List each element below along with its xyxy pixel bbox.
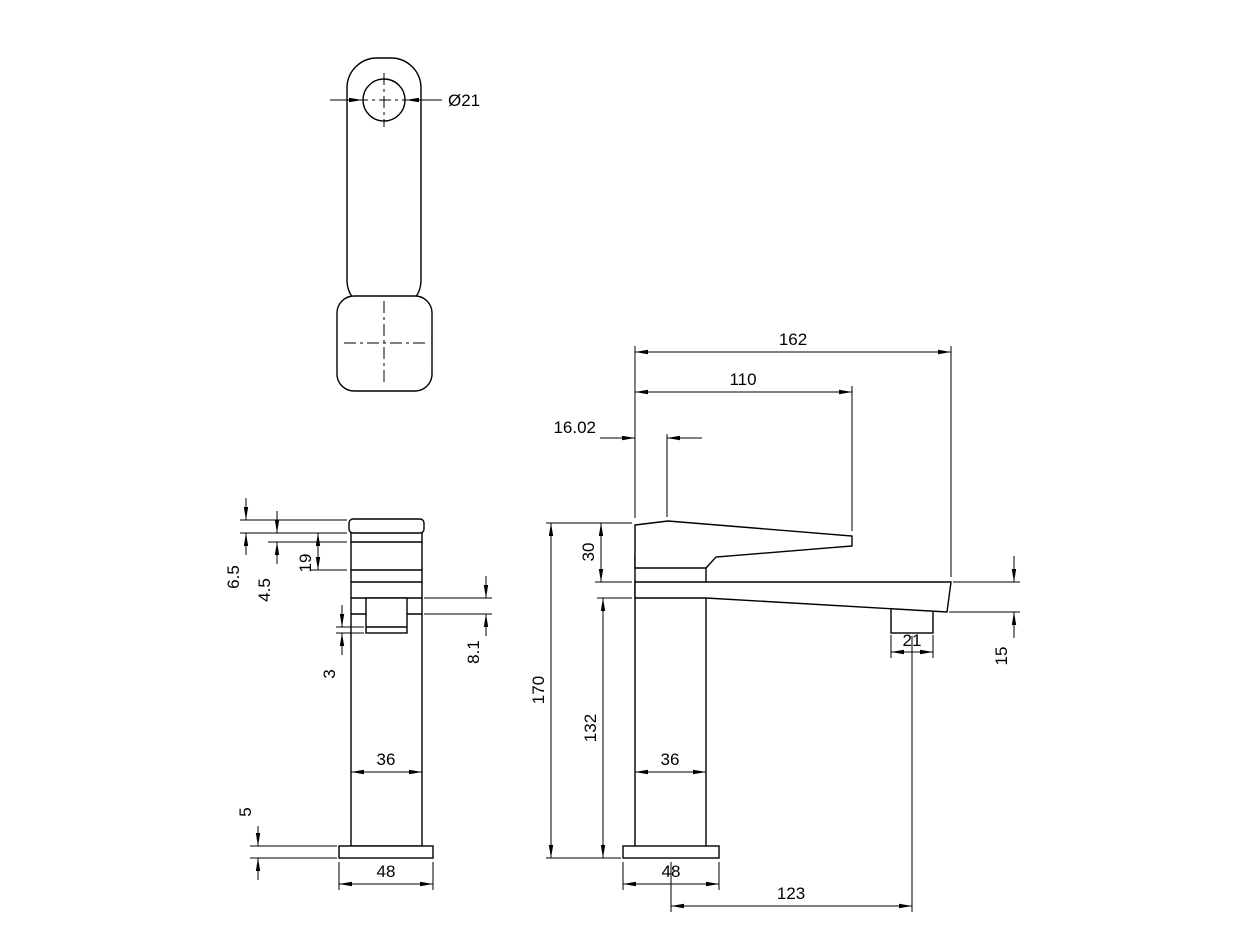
dim-handle-reach: 110 <box>635 370 852 395</box>
side-extension-lines <box>240 519 492 890</box>
front-handle-lever <box>634 520 853 569</box>
dim-aerator-offset: 123 <box>671 884 912 909</box>
dim-spout-underside-height: 132 <box>581 598 606 858</box>
dim-3-label: 3 <box>320 669 339 678</box>
dim-handle-top-width: 16.02 <box>553 418 702 441</box>
dim-170-label: 170 <box>529 676 548 704</box>
dim-6-5-label: 6.5 <box>224 565 243 589</box>
dim-collar-height: 4.5 <box>255 511 280 602</box>
dim-overall-height: 170 <box>529 523 554 858</box>
dim-19-label: 19 <box>296 554 315 573</box>
dim-spout-reach-overall: 162 <box>635 330 951 355</box>
dim-head-height: 19 <box>296 533 321 573</box>
dim-30-label: 30 <box>579 543 598 562</box>
dim-aerator-lip: 3 <box>320 605 345 679</box>
dim-162-label: 162 <box>779 330 807 349</box>
side-aerator <box>365 597 408 634</box>
dim-front-48-label: 48 <box>662 862 681 881</box>
dim-side-base-width: 48 <box>339 862 433 887</box>
front-base-plate <box>622 845 720 859</box>
dim-spout-tip-height: 15 <box>992 556 1017 666</box>
dim-base-height: 5 <box>236 807 261 880</box>
dim-aerator-width: 21 <box>891 631 933 655</box>
side-handle-plate <box>348 518 425 534</box>
dim-handle-height: 30 <box>579 523 604 582</box>
front-spout <box>634 581 952 613</box>
dim-8-1-label: 8.1 <box>464 640 483 664</box>
dim-16-02-label: 16.02 <box>553 418 596 437</box>
dim-spout-thickness: 8.1 <box>464 576 489 664</box>
front-extension-lines <box>546 346 1020 912</box>
dim-side-36-label: 36 <box>377 750 396 769</box>
front-body-outline <box>634 554 707 849</box>
dim-hole-diameter: Ø21 <box>330 91 480 110</box>
dim-front-36-label: 36 <box>661 750 680 769</box>
front-view: 162 110 16.02 170 30 132 36 48 <box>529 330 1020 912</box>
dim-110-label: 110 <box>729 370 756 389</box>
dim-5-label: 5 <box>236 807 255 816</box>
dim-132-label: 132 <box>581 714 600 742</box>
dim-21-label: 21 <box>903 631 922 650</box>
dim-hole-diameter-label: Ø21 <box>448 91 480 110</box>
dim-side-48-label: 48 <box>377 862 396 881</box>
dim-front-base-width: 48 <box>623 862 719 887</box>
dim-4-5-label: 4.5 <box>255 578 274 602</box>
dim-handle-plate-height: 6.5 <box>224 498 249 589</box>
side-view: 6.5 4.5 19 3 8.1 36 5 <box>224 498 492 890</box>
dim-123-label: 123 <box>777 884 805 903</box>
dim-front-body-width: 36 <box>635 750 706 775</box>
side-base-plate <box>338 845 434 859</box>
dim-15-label: 15 <box>992 647 1011 666</box>
top-view: Ø21 <box>330 57 480 392</box>
side-body-outline <box>350 519 423 847</box>
dim-side-body-width: 36 <box>351 750 422 775</box>
